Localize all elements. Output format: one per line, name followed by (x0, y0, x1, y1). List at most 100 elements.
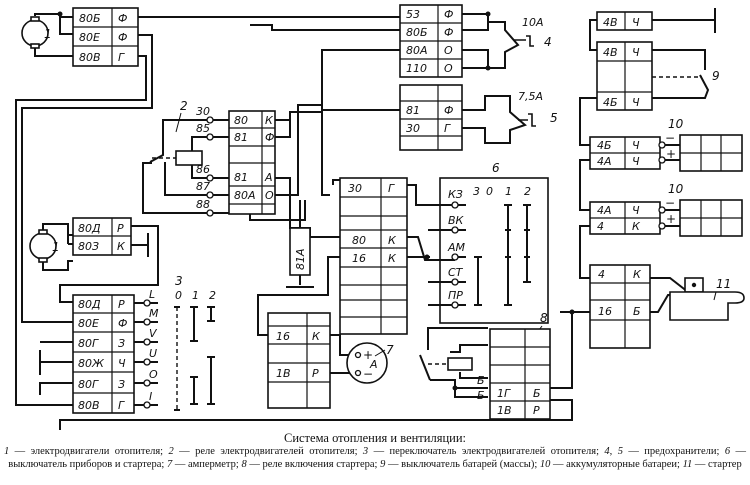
svg-text:11: 11 (716, 277, 731, 291)
svg-text:−: − (665, 196, 675, 210)
relay-2: 2 30 85 86 87 88 80 К 81 Ф 81 А 80А О (152, 99, 276, 217)
legend-text: — реле электродвигателей отопителя; (173, 446, 363, 457)
relay-coil-icon (447, 357, 473, 371)
svg-text:Б: Б (633, 305, 641, 318)
fuse-ref: 4 (544, 35, 552, 49)
svg-text:ПР: ПР (448, 289, 463, 302)
fuse-4: 10А 4 (514, 16, 552, 49)
svg-text:Ф: Ф (118, 317, 127, 330)
svg-text:1: 1 (505, 185, 512, 198)
svg-text:Г: Г (388, 182, 395, 195)
svg-text:К: К (388, 252, 397, 265)
legend-item: 8 — реле включения стартера; (241, 459, 380, 470)
ignition-switch-6: 6 3 0 1 2 КЗ ВК АМ СТ ПР (439, 161, 549, 324)
svg-text:Ч: Ч (632, 155, 640, 168)
svg-text:З: З (118, 337, 125, 350)
svg-text:Б: Б (477, 389, 485, 402)
svg-text:1В: 1В (276, 367, 291, 380)
svg-text:Г: Г (118, 399, 125, 412)
svg-text:Ч: Ч (632, 96, 640, 109)
svg-text:+: + (666, 147, 676, 161)
svg-text:110: 110 (406, 62, 427, 75)
fuse-5: 7,5А 5 (518, 90, 558, 127)
svg-text:86: 86 (196, 163, 210, 176)
fuse-4-block: 53 Ф 80Б Ф 80А О 110 О (399, 4, 463, 78)
svg-text:7: 7 (386, 343, 394, 357)
svg-text:4А: 4А (597, 155, 612, 168)
wire-color: Ф (118, 31, 127, 44)
svg-text:81: 81 (234, 171, 248, 184)
svg-text:8: 8 (540, 311, 548, 325)
connector-motor-mid: 80Д Р 80З К (72, 217, 132, 256)
legend-text: — аккумуляторные батареи; (550, 458, 683, 470)
svg-text:10: 10 (668, 182, 684, 196)
svg-text:Ф: Ф (444, 104, 453, 117)
svg-text:80Е: 80Е (78, 317, 99, 330)
svg-text:80Ж: 80Ж (78, 357, 105, 370)
svg-text:Ч: Ч (632, 204, 640, 217)
svg-text:ВК: ВК (448, 214, 465, 227)
legend-number: 3 (362, 446, 369, 457)
legend-text: — выключатель батарей (массы); (385, 458, 540, 470)
svg-text:I: I (149, 390, 152, 403)
svg-text:А: А (264, 171, 273, 184)
svg-text:К: К (117, 240, 126, 253)
relay-pins: 30 85 86 87 88 (196, 105, 214, 217)
svg-text:Ф: Ф (444, 26, 453, 39)
svg-text:80Г: 80Г (78, 378, 99, 391)
starter-relay-8: 8 Б Б 1Г Б 1В Р (428, 311, 551, 420)
svg-text:M: M (149, 307, 159, 320)
fuse-icon (518, 113, 536, 127)
relay-ref: 2 (180, 99, 188, 113)
fuse-icon (514, 35, 534, 47)
svg-text:30: 30 (406, 122, 420, 135)
diagram-title: Система отопления и вентиляции: (283, 431, 466, 445)
center-connector-block: 30 Г 80 К 16 К (339, 177, 408, 335)
svg-text:80Г: 80Г (78, 337, 99, 350)
svg-text:30: 30 (348, 182, 362, 195)
svg-text:O: O (149, 368, 158, 381)
svg-text:Ф: Ф (444, 8, 453, 21)
svg-text:Г: Г (444, 122, 451, 135)
svg-text:Ч: Ч (632, 46, 640, 59)
svg-text:О: О (444, 44, 453, 57)
svg-text:1Г: 1Г (497, 387, 511, 400)
svg-text:U: U (149, 347, 157, 360)
starter-icon (669, 291, 745, 321)
svg-text:16: 16 (352, 252, 366, 265)
svg-text:80А: 80А (234, 189, 256, 202)
svg-text:4Б: 4Б (603, 96, 618, 109)
battery-10-a: 4Б Ч 4А Ч 10 − + (589, 117, 743, 172)
svg-text:81А: 81А (294, 248, 307, 270)
svg-text:К: К (312, 330, 321, 343)
pin-label: 80В (79, 51, 101, 64)
svg-text:Ч: Ч (632, 16, 640, 29)
svg-text:6: 6 (492, 161, 500, 175)
svg-text:Р: Р (533, 404, 540, 417)
svg-text:53: 53 (406, 8, 420, 21)
fuse-5-block: 81 Ф 30 Г (399, 84, 463, 151)
ammeter-7: + − A 7 (346, 342, 394, 384)
svg-text:3: 3 (175, 274, 183, 288)
svg-text:80Б: 80Б (406, 26, 428, 39)
pin-label: 80Б (79, 12, 101, 25)
svg-text:80Д: 80Д (78, 298, 101, 311)
svg-text:Б: Б (477, 374, 485, 387)
svg-text:+: + (363, 348, 373, 362)
battery-switch-top-connector: 4В Ч (596, 11, 653, 31)
svg-text:Ч: Ч (118, 357, 126, 370)
legend-item: 9 — выключатель батарей (массы); (380, 459, 540, 470)
legend-item: 6 — выключатель приборов и стартера; (8, 446, 746, 470)
svg-text:Р: Р (118, 298, 125, 311)
svg-text:О: О (444, 62, 453, 75)
svg-text:80А: 80А (406, 44, 428, 57)
svg-text:Ч: Ч (632, 139, 640, 152)
legend-item: 10 — аккумуляторные батареи; (540, 459, 683, 470)
svg-text:10: 10 (668, 117, 684, 131)
svg-text:A: A (369, 358, 378, 371)
svg-text:85: 85 (196, 122, 210, 135)
svg-text:1: 1 (192, 289, 199, 302)
svg-text:81: 81 (406, 104, 420, 117)
svg-text:2: 2 (209, 289, 216, 302)
svg-text:9: 9 (712, 69, 720, 83)
